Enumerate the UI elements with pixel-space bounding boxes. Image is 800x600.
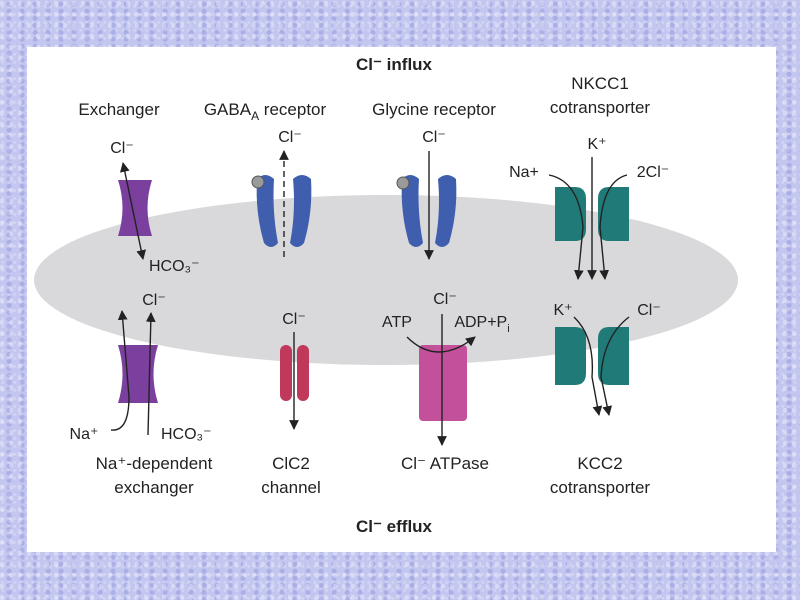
exchanger-cl-label: Cl⁻: [110, 140, 134, 157]
na-exchanger-label-line1: Na⁺-dependent: [96, 454, 213, 473]
clc2-subunit-right: [297, 345, 309, 401]
efflux-heading: Cl⁻ efflux: [356, 517, 433, 536]
exchanger-hco3-label: HCO₃⁻: [149, 258, 200, 275]
clc2-cl-label: Cl⁻: [282, 311, 306, 328]
nkcc1-label-line1: NKCC1: [571, 74, 629, 93]
na-exchanger-protein: [118, 345, 158, 403]
na-exchanger-hco3-label: HCO₃⁻: [161, 426, 212, 443]
nkcc1-subunit-left: [555, 187, 586, 241]
kcc2-arrow-k: [573, 316, 603, 416]
kcc2-cl-label: Cl⁻: [637, 302, 661, 319]
atpase-cl-label: Cl⁻: [433, 291, 457, 308]
nkcc1-na-label: Na+: [509, 164, 539, 181]
cl-atpase-group: Cl⁻ ATP ADP+Pi Cl⁻ ATPase: [382, 291, 510, 473]
glycine-subunit-right: [435, 175, 457, 247]
kcc2-subunit-left: [555, 327, 586, 385]
nkcc1-cl-label: 2Cl⁻: [637, 164, 669, 181]
na-exchanger-label-line2: exchanger: [114, 478, 194, 497]
atpase-protein: [419, 345, 467, 421]
nkcc1-group: NKCC1 cotransporter K⁺ Na+ 2Cl⁻: [509, 74, 669, 280]
exchanger-protein: [118, 180, 152, 236]
na-dependent-exchanger-group: Cl⁻ Na⁺ HCO₃⁻ Na⁺-dependent exchanger: [70, 292, 213, 497]
nkcc1-arrow-cl: [599, 174, 628, 280]
na-exchanger-arrow-na: [110, 310, 130, 431]
nkcc1-subunit-right: [598, 187, 629, 241]
exchanger-group: Exchanger Cl⁻ HCO₃⁻: [78, 100, 199, 275]
glycine-receptor-group: Glycine receptor Cl⁻: [372, 100, 496, 260]
atpase-atp-label: ATP: [382, 314, 412, 331]
nkcc1-arrow-na: [548, 174, 584, 280]
gaba-cl-label: Cl⁻: [278, 129, 302, 146]
kcc2-group: K⁺ Cl⁻ KCC2 cotransporter: [550, 302, 661, 497]
exchanger-label: Exchanger: [78, 100, 160, 119]
kcc2-label-line2: cotransporter: [550, 478, 650, 497]
atpase-atp-arrow: [406, 336, 476, 353]
gaba-subunit-right: [290, 175, 312, 247]
chloride-transport-diagram: Cl⁻ influx Cl⁻ efflux Exchanger Cl⁻ HCO₃…: [34, 55, 738, 536]
na-exchanger-na-label: Na⁺: [70, 426, 99, 443]
na-exchanger-cl-label: Cl⁻: [142, 292, 166, 309]
clc2-channel-group: Cl⁻ ClC2 channel: [261, 311, 321, 497]
glycine-subunit-left: [401, 175, 423, 247]
nkcc1-label-line2: cotransporter: [550, 98, 650, 117]
clc2-subunit-left: [280, 345, 292, 401]
clc2-label-line1: ClC2: [272, 454, 310, 473]
influx-heading: Cl⁻ influx: [356, 55, 433, 74]
kcc2-subunit-right: [598, 327, 629, 385]
kcc2-label-line1: KCC2: [577, 454, 622, 473]
nkcc1-k-label: K⁺: [587, 136, 606, 153]
kcc2-k-label: K⁺: [553, 302, 572, 319]
atpase-label: Cl⁻ ATPase: [401, 454, 489, 473]
kcc2-arrow-cl: [600, 316, 630, 416]
na-exchanger-arrow-cl: [145, 312, 156, 436]
clc2-label-line2: channel: [261, 478, 321, 497]
gaba-receptor-group: GABAA receptor Cl⁻: [204, 100, 327, 259]
gaba-receptor-label: GABAA receptor: [204, 100, 327, 123]
diagram-panel: Cl⁻ influx Cl⁻ efflux Exchanger Cl⁻ HCO₃…: [27, 47, 776, 552]
exchanger-arrow: [120, 162, 146, 260]
glycine-binding-site: [396, 176, 410, 190]
gaba-binding-site: [251, 175, 265, 189]
glycine-receptor-label: Glycine receptor: [372, 100, 496, 119]
glycine-cl-label: Cl⁻: [422, 129, 446, 146]
gaba-subunit-left: [256, 175, 278, 247]
atpase-adp-label: ADP+Pi: [454, 314, 509, 335]
